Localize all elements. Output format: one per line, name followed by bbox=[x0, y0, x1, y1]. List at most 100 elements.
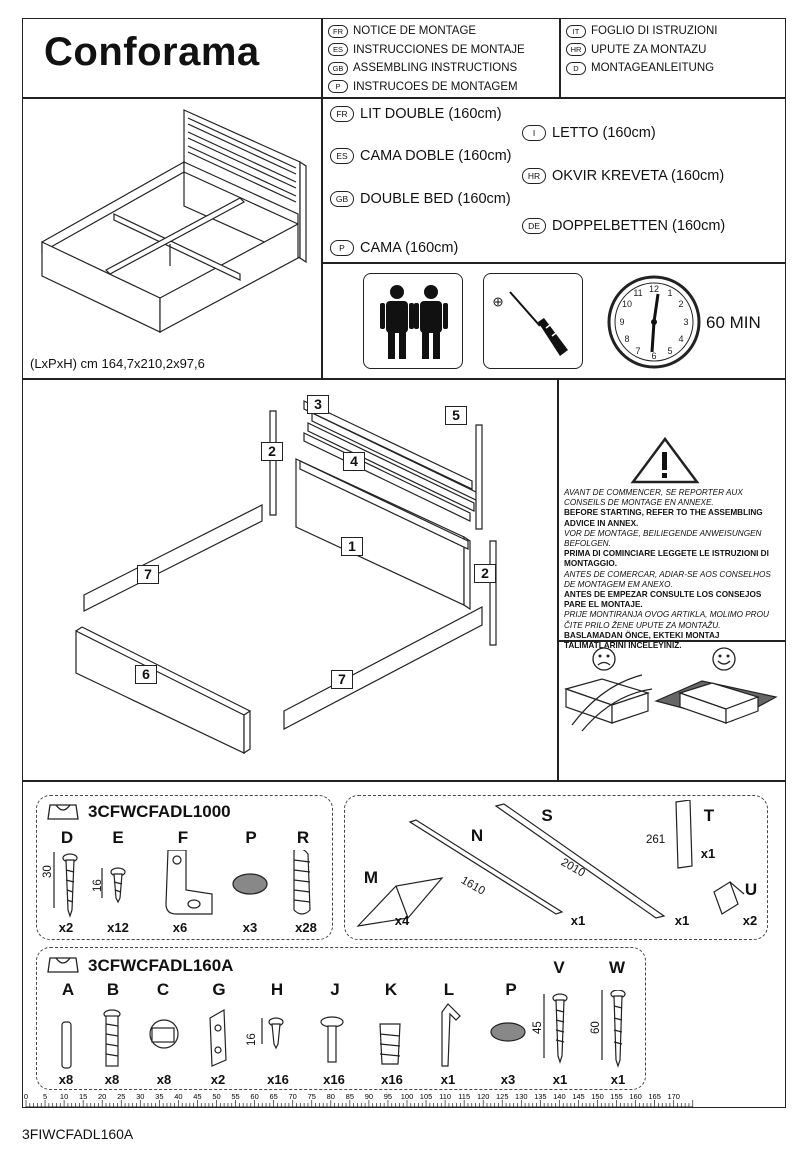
divider bbox=[22, 97, 786, 99]
ruler-label: 115 bbox=[458, 1092, 470, 1101]
part-letter-E: E bbox=[112, 828, 124, 847]
length-T: 261 bbox=[646, 834, 666, 846]
hardware-kit-1 bbox=[36, 795, 333, 940]
bag-icon bbox=[47, 957, 79, 973]
svg-text:2: 2 bbox=[678, 299, 683, 309]
svg-text:1: 1 bbox=[667, 288, 672, 298]
two-persons-box bbox=[363, 273, 463, 369]
qty-H: x16 bbox=[267, 1072, 289, 1087]
ruler-label: 130 bbox=[515, 1092, 528, 1101]
qty-V: x1 bbox=[552, 1072, 568, 1087]
ruler-label: 165 bbox=[648, 1092, 661, 1101]
ruler-label: 65 bbox=[269, 1092, 277, 1101]
screwdriver-icon bbox=[493, 291, 568, 356]
qty-F: x6 bbox=[172, 920, 188, 935]
part-label-6: 6 bbox=[135, 665, 157, 684]
happy-face-icon bbox=[712, 647, 736, 671]
part-letter-W: W bbox=[608, 958, 626, 977]
part-letter-N: N bbox=[470, 826, 484, 845]
svg-text:9: 9 bbox=[619, 317, 624, 327]
part-letter-J: J bbox=[330, 980, 340, 999]
ruler-label: 5 bbox=[43, 1092, 47, 1101]
bed-dimensions: (LxPxH) cm 164,7x210,2x97,6 bbox=[30, 356, 205, 371]
ruler-label: 30 bbox=[136, 1092, 144, 1101]
ruler-label: 95 bbox=[384, 1092, 392, 1101]
svg-text:11: 11 bbox=[633, 288, 642, 298]
part-letter-P: P bbox=[245, 828, 257, 847]
exploded-parts-diagram bbox=[75, 400, 497, 755]
qty-B: x8 bbox=[104, 1072, 120, 1087]
part-letter-G: G bbox=[212, 980, 226, 999]
qty-L: x1 bbox=[440, 1072, 456, 1087]
hardware-kit-2 bbox=[36, 947, 646, 1090]
svg-text:8: 8 bbox=[624, 334, 629, 344]
part-label-5: 5 bbox=[445, 406, 467, 425]
part-letter-H: H bbox=[270, 980, 284, 999]
qty-S: x1 bbox=[674, 913, 690, 928]
svg-text:5: 5 bbox=[667, 346, 672, 356]
ruler-label: 25 bbox=[117, 1092, 125, 1101]
part-letter-R: R bbox=[296, 828, 310, 847]
part-letter-L: L bbox=[443, 980, 455, 999]
divider bbox=[557, 378, 559, 780]
ruler-label: 45 bbox=[193, 1092, 201, 1101]
part-letter-C: C bbox=[156, 980, 170, 999]
part-label-7: 7 bbox=[331, 670, 353, 689]
ruler-label: 0 bbox=[24, 1092, 28, 1101]
svg-text:6: 6 bbox=[651, 351, 656, 361]
divider bbox=[557, 640, 786, 642]
qty-J: x16 bbox=[323, 1072, 345, 1087]
ruler-label: 15 bbox=[79, 1092, 87, 1101]
ruler-label: 155 bbox=[610, 1092, 623, 1101]
part-letter-B: B bbox=[106, 980, 120, 999]
part-letter-T: T bbox=[703, 806, 715, 825]
qty-P: x3 bbox=[242, 920, 258, 935]
ruler-label: 60 bbox=[250, 1092, 258, 1101]
ruler-label: 20 bbox=[98, 1092, 106, 1101]
part-letter-V: V bbox=[553, 958, 565, 977]
ruler-label: 35 bbox=[155, 1092, 163, 1101]
part-label-1: 1 bbox=[341, 537, 363, 556]
part-letter-D: D bbox=[60, 828, 74, 847]
divider bbox=[321, 18, 323, 378]
ruler-label: 135 bbox=[534, 1092, 547, 1101]
part-letter-U: U bbox=[744, 880, 758, 899]
hardware-kit-long-parts bbox=[344, 795, 768, 940]
ruler-label: 160 bbox=[629, 1092, 642, 1101]
svg-text:10: 10 bbox=[622, 299, 632, 309]
assembly-time: 60 MIN bbox=[706, 313, 761, 332]
svg-text:7: 7 bbox=[635, 346, 640, 356]
warning-triangle-icon bbox=[630, 436, 700, 484]
qty-N: x1 bbox=[570, 913, 586, 928]
part-letter-K: K bbox=[384, 980, 398, 999]
kit-2-name: 3CFWCFADL160A bbox=[88, 956, 234, 975]
surface-advice-illustration bbox=[563, 647, 778, 732]
ruler-label: 80 bbox=[327, 1092, 335, 1101]
qty-K: x16 bbox=[381, 1072, 403, 1087]
svg-text:4: 4 bbox=[678, 334, 683, 344]
qty-A: x8 bbox=[58, 1072, 74, 1087]
part-letter-A: A bbox=[61, 980, 75, 999]
qty-R: x28 bbox=[295, 920, 317, 935]
ruler-label: 110 bbox=[439, 1092, 451, 1101]
document-reference: 3FIWCFADL160A bbox=[22, 1126, 134, 1142]
bed-overview-drawing bbox=[41, 109, 307, 334]
qty-M: x4 bbox=[394, 913, 410, 928]
brand-logo: Conforama bbox=[44, 30, 260, 74]
